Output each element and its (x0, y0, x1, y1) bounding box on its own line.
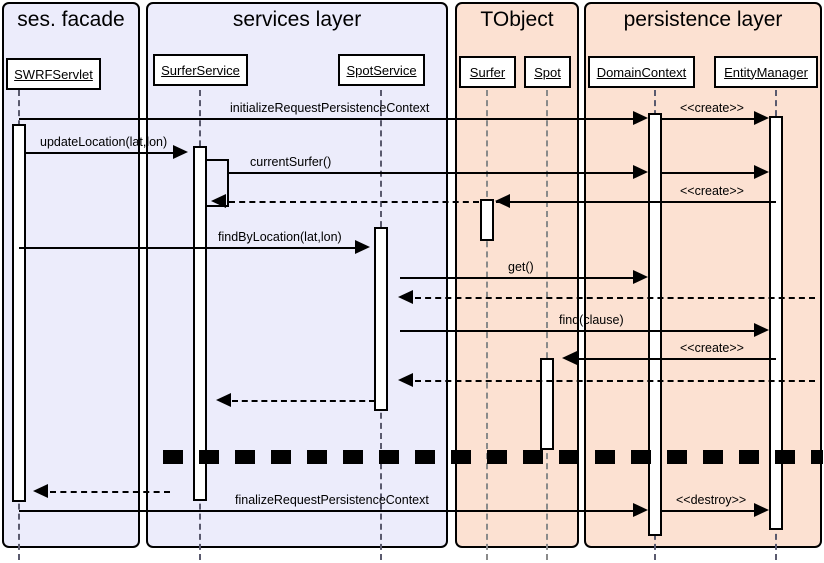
message-arrowhead-m11 (562, 351, 577, 365)
message-arrowhead-m6 (495, 194, 510, 208)
lifeline-surfer (486, 90, 488, 560)
message-arrowhead-m5 (754, 165, 769, 179)
participant-spotservice[interactable]: SpotService (338, 54, 425, 86)
message-arrowhead-m15 (633, 503, 648, 517)
message-label-m16: <<destroy>> (676, 493, 747, 507)
message-arrowhead-m12 (398, 373, 413, 387)
message-line-m16 (662, 510, 755, 512)
layer-title-services-layer: services layer (232, 8, 362, 31)
message-line-m10 (400, 330, 755, 332)
message-label-m8: get() (508, 260, 534, 274)
message-line-m8 (400, 277, 634, 279)
participant-swrfservlet[interactable]: SWRFServlet (6, 58, 101, 90)
activation-entitymanager (769, 116, 783, 530)
lifeline-break-separator (163, 450, 823, 464)
message-label-m3: updateLocation(lat,lon) (40, 135, 168, 149)
message-line-m1 (19, 118, 634, 120)
activation-surfer (480, 199, 494, 241)
message-arrowhead-m6-return (211, 194, 226, 208)
message-line-m6-return (229, 201, 479, 203)
message-line-m2 (662, 118, 755, 120)
layer-title-persistence-layer: persistence layer (623, 8, 783, 31)
message-line-m7 (19, 247, 355, 249)
message-label-m11: <<create>> (680, 341, 744, 355)
activation-spot (540, 358, 554, 450)
message-arrowhead-m2 (754, 111, 769, 125)
message-arrowhead-m7 (355, 240, 370, 254)
message-label-m7: findByLocation(lat,lon) (218, 230, 342, 244)
activation-domaincontext (648, 113, 662, 536)
message-arrowhead-m8 (633, 270, 648, 284)
message-line-m15 (19, 510, 634, 512)
participant-surferservice[interactable]: SurferService (153, 54, 248, 86)
participant-label-spotservice: SpotService (346, 62, 417, 78)
message-line-m12 (415, 380, 815, 382)
participant-domaincontext[interactable]: DomainContext (588, 56, 695, 88)
message-line-m13 (232, 400, 375, 402)
message-label-m6: <<create>> (680, 184, 744, 198)
participant-label-spot: Spot (534, 64, 561, 80)
message-arrowhead-m3 (173, 145, 188, 159)
message-label-m4: currentSurfer() (250, 155, 332, 169)
participant-label-entitymanager: EntityManager (724, 64, 808, 80)
participant-surfer[interactable]: Surfer (459, 56, 516, 88)
message-arrowhead-m1 (633, 111, 648, 125)
message-label-m10: find(clause) (559, 313, 624, 327)
layer-title-ses-facade: ses. facade (17, 8, 125, 31)
message-line-m5 (662, 172, 755, 174)
activation-spotservice (374, 227, 388, 411)
participant-label-surfer: Surfer (469, 64, 506, 80)
message-line-m14 (50, 491, 170, 493)
message-arrowhead-m4 (633, 165, 648, 179)
message-arrowhead-m14 (33, 484, 48, 498)
message-line-m11 (578, 358, 776, 360)
activation-swrfservlet (12, 124, 26, 502)
message-arrowhead-m9 (398, 290, 413, 304)
layer-title-tobject: TObject (480, 8, 554, 31)
message-label-m15: finalizeRequestPersistenceContext (235, 493, 429, 507)
message-line-m4 (229, 172, 634, 174)
message-label-m1: initializeRequestPersistenceContext (230, 101, 430, 115)
participant-label-swrfservlet: SWRFServlet (14, 66, 93, 82)
message-arrowhead-m13 (216, 393, 231, 407)
message-label-m2: <<create>> (680, 101, 744, 115)
activation-surferservice (193, 146, 207, 501)
message-arrowhead-m10 (754, 323, 769, 337)
participant-entitymanager[interactable]: EntityManager (714, 56, 818, 88)
participant-spot[interactable]: Spot (524, 56, 571, 88)
message-line-m9 (415, 297, 815, 299)
lifeline-spot (546, 90, 548, 560)
message-line-m3 (26, 152, 174, 154)
message-arrowhead-m16 (754, 503, 769, 517)
participant-label-domaincontext: DomainContext (596, 64, 687, 80)
participant-label-surferservice: SurferService (161, 62, 240, 78)
message-line-m6 (496, 201, 776, 203)
